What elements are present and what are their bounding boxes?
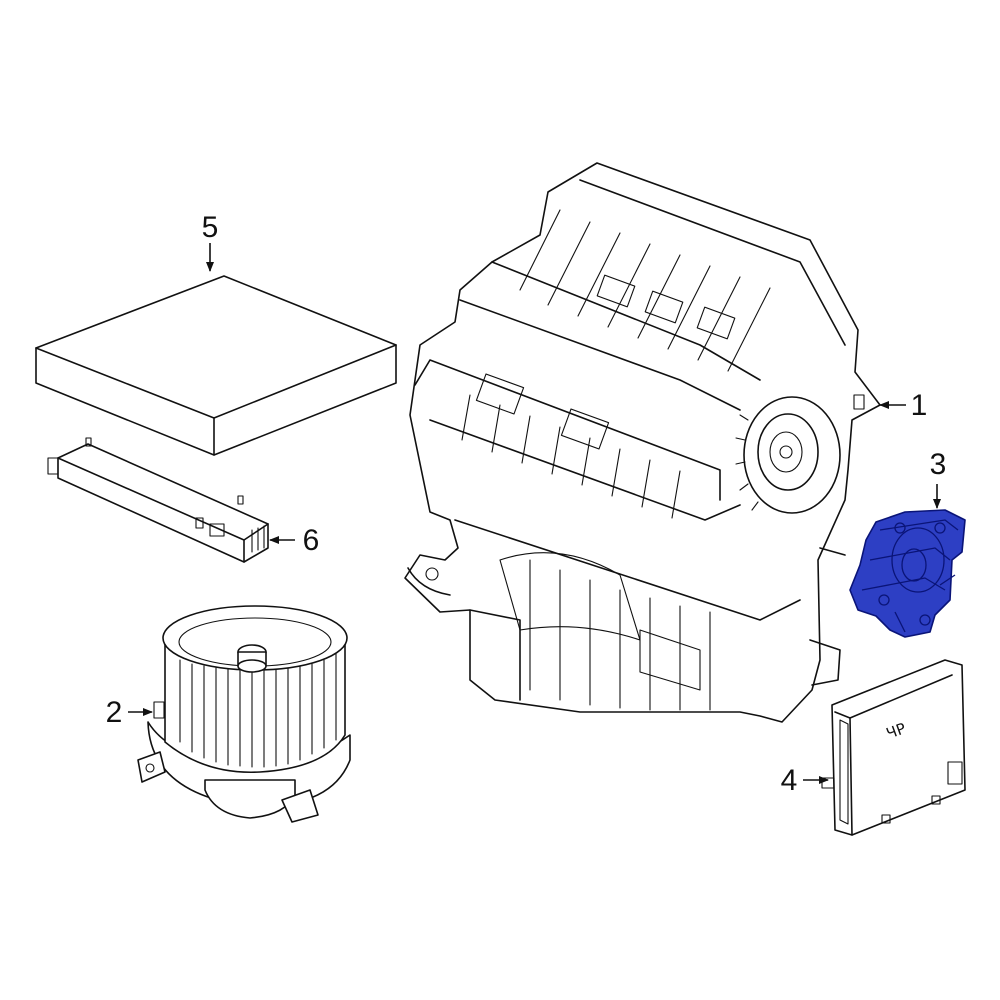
callout-3: 3 <box>930 448 947 481</box>
sensor-strip[interactable] <box>47 437 269 563</box>
callout-5: 5 <box>202 211 219 244</box>
hvac-housing-assembly[interactable] <box>404 162 881 723</box>
hvac-control-module[interactable]: ЧР <box>821 659 966 836</box>
callout-labels: 5 1 3 6 2 4 <box>106 211 947 797</box>
callout-2: 2 <box>106 696 123 729</box>
module-marking: ЧР <box>884 719 908 743</box>
blower-motor[interactable] <box>137 605 351 823</box>
callout-1: 1 <box>911 389 928 422</box>
leader-arrows <box>128 243 941 784</box>
callout-6: 6 <box>303 524 320 557</box>
blend-door-actuator-highlighted[interactable] <box>849 509 966 638</box>
callout-4: 4 <box>781 764 798 797</box>
cabin-air-filter[interactable] <box>35 275 397 456</box>
